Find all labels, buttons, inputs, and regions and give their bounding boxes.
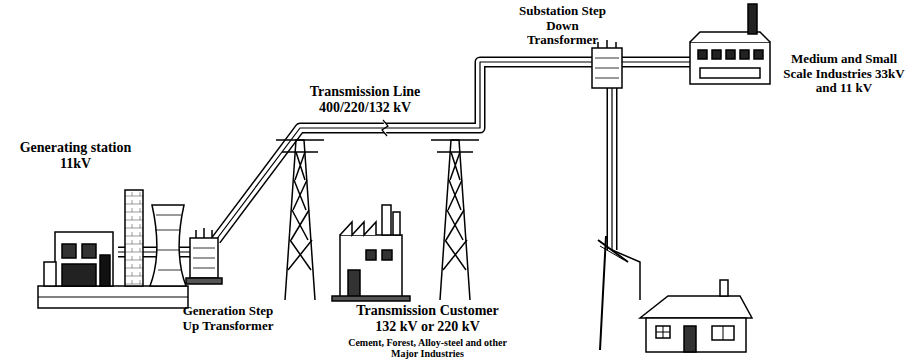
power-line — [216, 62, 592, 240]
house — [723, 326, 724, 340]
step-up-transformer — [193, 248, 215, 268]
generating-station — [150, 205, 186, 286]
step-up-transformer — [186, 278, 222, 284]
transmission-tower — [440, 140, 470, 300]
power-line — [611, 86, 612, 250]
transmission-tower — [288, 152, 312, 270]
customer-factory — [366, 250, 376, 260]
transmission-tower — [276, 140, 479, 300]
power-line — [622, 61, 690, 62]
power-line — [216, 62, 592, 240]
distribution-pole — [600, 246, 624, 260]
customer-factory — [332, 205, 410, 301]
line-break-mark — [382, 120, 388, 136]
component-label: Substation Step Down Transformer — [515, 4, 610, 48]
line-break-mark — [382, 120, 388, 136]
step-down-transformer — [595, 58, 619, 78]
component-label: Transmission Line 400/220/132 kV — [295, 84, 435, 115]
step-down-transformer — [592, 40, 622, 88]
component-label: Generation Step Up Transformer — [178, 304, 278, 333]
power-line — [118, 62, 690, 252]
distribution-pole — [598, 236, 628, 350]
customer-factory — [393, 212, 400, 235]
component-label: Medium and Small Scale Industries 33kV a… — [780, 52, 908, 96]
generating-station — [55, 232, 113, 286]
house — [640, 280, 752, 352]
step-up-transformer — [196, 228, 212, 238]
generating-station — [82, 244, 96, 258]
house — [720, 280, 728, 296]
transmission-tower — [276, 140, 324, 152]
customer-factory — [340, 235, 402, 300]
house — [656, 326, 670, 338]
customer-factory — [382, 205, 391, 235]
industry-building — [690, 42, 770, 84]
power-line — [612, 250, 640, 300]
house — [684, 326, 696, 352]
transmission-tower — [443, 152, 467, 270]
industry-building — [690, 32, 770, 42]
generating-station — [62, 264, 96, 286]
component-label: Transmission Customer 132 kV or 220 kV — [345, 303, 510, 334]
power-line — [118, 62, 690, 252]
house — [646, 318, 746, 352]
generating-station — [44, 262, 56, 286]
industry-building — [726, 50, 735, 59]
industry-building — [700, 68, 760, 78]
industry-building — [712, 50, 721, 59]
generating-station — [38, 297, 188, 298]
transmission-tower — [285, 140, 315, 300]
industry-building — [740, 50, 749, 59]
power-line — [216, 62, 592, 240]
customer-factory — [332, 296, 410, 301]
house — [640, 296, 752, 318]
power-line — [622, 58, 690, 66]
generating-station — [62, 244, 76, 258]
component-label: Cement, Forest, Alloy-steel and other Ma… — [335, 337, 520, 359]
industry-building — [698, 50, 707, 59]
component-label: Generating station 11kV — [8, 140, 143, 171]
power-line — [118, 62, 690, 252]
house — [656, 326, 670, 338]
generating-station — [38, 190, 188, 308]
industry-building — [690, 4, 770, 84]
generating-station — [125, 190, 143, 286]
distribution-pole — [598, 236, 628, 350]
customer-factory — [340, 222, 376, 235]
generating-station — [38, 286, 188, 308]
transmission-tower — [431, 140, 479, 152]
power-line — [622, 57, 690, 68]
industry-building — [748, 4, 757, 34]
power-line — [608, 86, 616, 250]
step-down-transformer — [598, 40, 616, 48]
power-line — [607, 86, 618, 250]
house — [712, 326, 734, 340]
step-up-transformer — [186, 228, 222, 284]
step-up-transformer — [190, 238, 218, 278]
industry-building — [754, 50, 763, 59]
generating-station — [100, 255, 110, 286]
step-down-transformer — [592, 48, 622, 88]
generating-station — [155, 215, 181, 270]
customer-factory — [382, 250, 392, 260]
